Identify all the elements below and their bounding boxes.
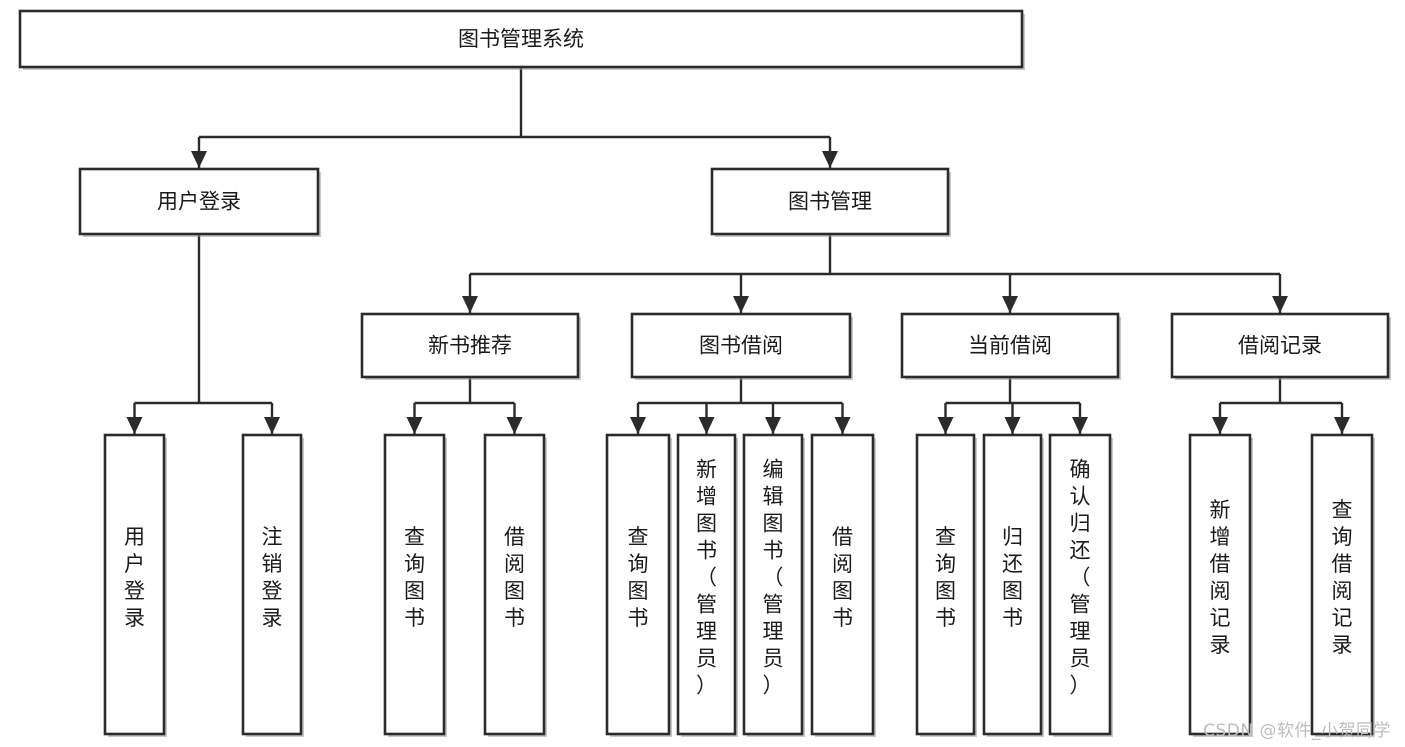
arrow-head-icon — [630, 417, 646, 434]
arrow-head-icon — [506, 417, 523, 434]
node-label: 用户登录 — [157, 190, 241, 214]
node-label: 借阅图书 — [832, 525, 853, 630]
arrow-head-icon — [937, 417, 954, 434]
node-label: 注销登录 — [262, 525, 283, 630]
node-label: 用户登录 — [124, 525, 145, 630]
node-leaf-6[interactable]: 编辑图书（管理员） — [742, 433, 805, 737]
node-leaf-2[interactable]: 查询图书 — [383, 433, 447, 737]
node-label: 查询借阅记录 — [1332, 498, 1353, 657]
node-label: 查询图书 — [935, 525, 956, 630]
arrow-head-icon — [1002, 296, 1018, 313]
node-label: 查询图书 — [628, 525, 649, 630]
arrow-head-icon — [1004, 417, 1021, 434]
node-label: 新增借阅记录 — [1210, 498, 1231, 657]
arrow-head-icon — [1334, 417, 1350, 434]
node-label: 新增图书（管理员） — [696, 458, 717, 698]
arrow-head-icon — [191, 151, 207, 168]
arrow-head-icon — [822, 151, 838, 168]
arrow-head-icon — [698, 417, 715, 434]
node-leaf-11[interactable]: 新增借阅记录 — [1188, 433, 1253, 737]
node-leaf-12[interactable]: 查询借阅记录 — [1310, 433, 1375, 737]
arrow-head-icon — [733, 296, 749, 313]
node-label: 借阅图书 — [504, 525, 525, 630]
node-label: 编辑图书（管理员） — [763, 458, 784, 698]
arrow-head-icon — [1212, 417, 1228, 434]
node-leaf-0[interactable]: 用户登录 — [103, 433, 167, 737]
node-root-图书管理系统[interactable]: 图书管理系统 — [18, 9, 1025, 70]
arrow-head-icon — [1072, 417, 1088, 434]
node-leaf-10[interactable]: 确认归还（管理员） — [1048, 433, 1113, 737]
node-label: 当前借阅 — [968, 334, 1052, 358]
node-level3-0[interactable]: 新书推荐 — [360, 312, 581, 380]
arrow-head-icon — [264, 417, 280, 434]
arrow-head-icon — [834, 417, 851, 434]
node-label: 新书推荐 — [428, 334, 512, 358]
connector-layer — [126, 67, 1350, 434]
node-leaf-3[interactable]: 借阅图书 — [483, 433, 547, 737]
node-label: 查询图书 — [404, 525, 425, 630]
node-leaf-8[interactable]: 查询图书 — [915, 433, 977, 737]
node-leaf-1[interactable]: 注销登录 — [241, 433, 304, 737]
node-label: 图书管理系统 — [458, 27, 584, 51]
node-label: 借阅记录 — [1238, 334, 1322, 358]
arrow-head-icon — [1272, 296, 1288, 313]
node-level3-3[interactable]: 借阅记录 — [1170, 312, 1391, 380]
node-level3-2[interactable]: 当前借阅 — [900, 312, 1121, 380]
node-label: 图书借阅 — [699, 334, 783, 358]
node-leaf-9[interactable]: 归还图书 — [982, 433, 1044, 737]
arrow-head-icon — [765, 417, 781, 434]
node-leaf-5[interactable]: 新增图书（管理员） — [676, 433, 738, 737]
node-leaf-4[interactable]: 查询图书 — [605, 433, 672, 737]
node-level2-1[interactable]: 图书管理 — [710, 167, 951, 237]
node-level2-0[interactable]: 用户登录 — [78, 167, 321, 237]
node-layer: 图书管理系统用户登录图书管理新书推荐图书借阅当前借阅借阅记录用户登录注销登录查询… — [18, 9, 1391, 737]
node-label: 图书管理 — [788, 190, 872, 214]
arrow-head-icon — [462, 296, 478, 313]
arrow-head-icon — [406, 417, 423, 434]
node-level3-1[interactable]: 图书借阅 — [630, 312, 853, 380]
node-leaf-7[interactable]: 借阅图书 — [810, 433, 876, 737]
node-label: 归还图书 — [1002, 525, 1023, 630]
arrow-head-icon — [126, 417, 143, 434]
node-label: 确认归还（管理员） — [1070, 458, 1091, 698]
